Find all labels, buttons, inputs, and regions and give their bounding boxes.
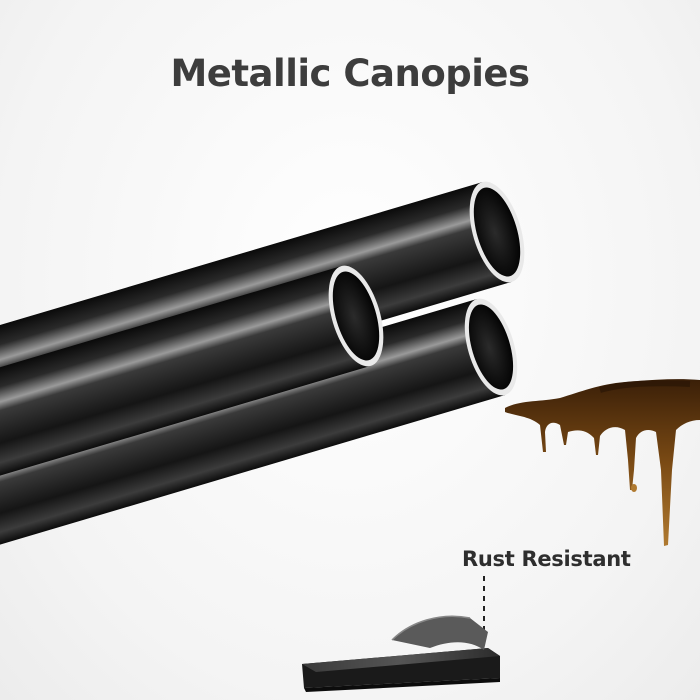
- sample-plate: [302, 615, 500, 692]
- rust-stain: [505, 379, 700, 546]
- pipe-middle: [0, 265, 384, 571]
- rust-resistant-label: Rust Resistant: [462, 547, 631, 571]
- page-title: Metallic Canopies: [170, 52, 530, 95]
